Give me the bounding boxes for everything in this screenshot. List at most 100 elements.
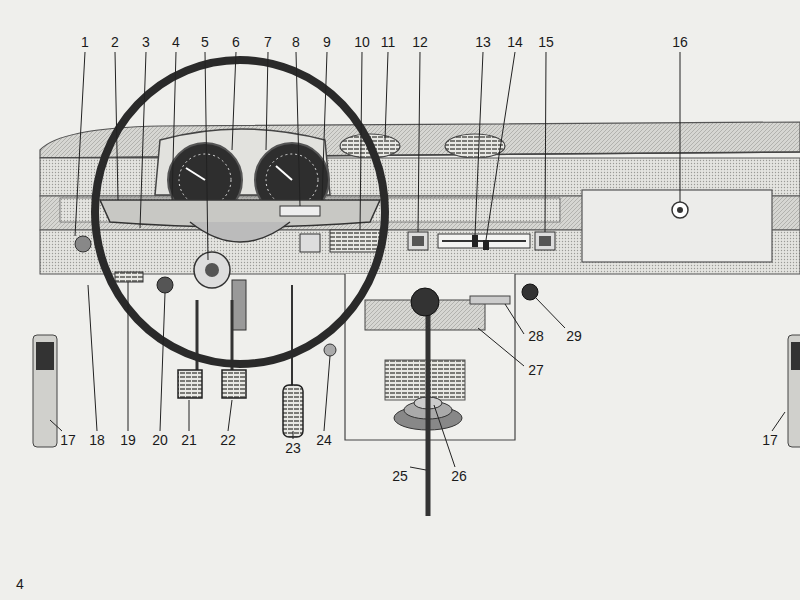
leader-lines bbox=[228, 400, 232, 431]
callout-number: 20 bbox=[150, 432, 170, 448]
leader-lines bbox=[385, 52, 388, 140]
callout-number: 8 bbox=[290, 34, 302, 50]
callout-number: 19 bbox=[118, 432, 138, 448]
pedals bbox=[231, 300, 234, 370]
leader-lines bbox=[772, 412, 785, 431]
leader-lines bbox=[172, 52, 176, 200]
callout-number: 5 bbox=[199, 34, 211, 50]
dashboard-top bbox=[40, 122, 800, 158]
steering-wheel bbox=[95, 60, 385, 364]
center-console bbox=[470, 296, 510, 304]
door-handles bbox=[788, 335, 800, 447]
door-handles bbox=[33, 335, 800, 447]
steering-wheel bbox=[190, 222, 290, 242]
glove-box bbox=[677, 207, 683, 213]
callout-number: 16 bbox=[670, 34, 690, 50]
switches bbox=[324, 344, 336, 356]
callout-number: 26 bbox=[449, 468, 469, 484]
leader-lines bbox=[50, 52, 785, 470]
callout-number: 6 bbox=[230, 34, 242, 50]
steering-wheel bbox=[95, 60, 385, 364]
switches bbox=[483, 240, 489, 250]
leader-lines bbox=[322, 52, 327, 200]
callout-number: 1 bbox=[79, 34, 91, 50]
leader-lines bbox=[434, 405, 455, 467]
pedals bbox=[291, 285, 293, 385]
instrument-cluster bbox=[179, 154, 231, 206]
callout-number: 10 bbox=[352, 34, 372, 50]
callout-number: 3 bbox=[140, 34, 152, 50]
switches bbox=[472, 235, 478, 247]
callout-number: 22 bbox=[218, 432, 238, 448]
callout-number: 18 bbox=[87, 432, 107, 448]
glove-box bbox=[582, 190, 772, 262]
leader-lines bbox=[360, 52, 362, 230]
switches bbox=[412, 236, 424, 246]
gear-lever bbox=[426, 312, 431, 516]
leader-lines bbox=[486, 52, 515, 240]
callout-number: 24 bbox=[314, 432, 334, 448]
pedals bbox=[222, 370, 246, 398]
callout-number: 23 bbox=[283, 440, 303, 456]
callout-number: 17 bbox=[760, 432, 780, 448]
callout-number: 11 bbox=[379, 34, 398, 50]
callout-number: 7 bbox=[262, 34, 274, 50]
leader-lines bbox=[88, 285, 97, 431]
switches bbox=[330, 230, 380, 252]
steering-wheel bbox=[280, 206, 320, 216]
leader-lines bbox=[293, 431, 294, 439]
leader-lines bbox=[75, 52, 85, 236]
leader-lines bbox=[128, 282, 129, 431]
leader-lines bbox=[266, 52, 268, 150]
leader-lines bbox=[296, 52, 300, 206]
page-number: 4 bbox=[14, 576, 26, 592]
switches bbox=[535, 232, 555, 250]
callout-number: 2 bbox=[109, 34, 121, 50]
callout-number: 25 bbox=[390, 468, 410, 484]
callout-number: 12 bbox=[410, 34, 430, 50]
air-vents bbox=[445, 134, 505, 158]
callout-number: 21 bbox=[179, 432, 199, 448]
callout-number: 28 bbox=[526, 328, 546, 344]
leader-lines bbox=[205, 52, 208, 260]
instrument-cluster bbox=[186, 168, 205, 180]
switches bbox=[300, 234, 320, 252]
callout-number: 9 bbox=[321, 34, 333, 50]
leader-lines bbox=[140, 52, 146, 228]
leader-lines bbox=[475, 52, 483, 235]
leader-lines bbox=[680, 52, 681, 202]
gear-lever bbox=[411, 288, 439, 316]
door-handles bbox=[36, 342, 54, 370]
switches bbox=[115, 272, 143, 282]
switches bbox=[157, 277, 173, 293]
callout-number: 4 bbox=[170, 34, 182, 50]
dashboard-panel bbox=[40, 158, 800, 274]
instrument-cluster bbox=[266, 154, 318, 206]
callout-number: 13 bbox=[473, 34, 493, 50]
door-handles bbox=[33, 335, 57, 447]
leader-lines bbox=[535, 297, 565, 328]
leader-lines bbox=[410, 467, 426, 470]
switches bbox=[539, 236, 551, 246]
instrument-cluster bbox=[276, 166, 292, 180]
steering-column bbox=[194, 252, 230, 288]
leader-lines bbox=[50, 420, 62, 431]
center-console bbox=[385, 360, 465, 400]
steering-column bbox=[194, 252, 246, 330]
dashboard-top bbox=[40, 152, 800, 158]
dashboard-top bbox=[40, 122, 800, 158]
leader-lines bbox=[324, 356, 330, 431]
callout-number: 14 bbox=[505, 34, 525, 50]
leader-lines bbox=[505, 304, 524, 334]
pedals bbox=[283, 385, 303, 437]
switches bbox=[75, 236, 91, 252]
callout-number: 15 bbox=[536, 34, 556, 50]
leader-lines bbox=[545, 52, 546, 232]
door-handles bbox=[791, 342, 800, 370]
callout-number: 17 bbox=[58, 432, 78, 448]
glove-box bbox=[672, 202, 688, 218]
leader-lines bbox=[189, 400, 190, 431]
steering-column bbox=[232, 280, 246, 330]
